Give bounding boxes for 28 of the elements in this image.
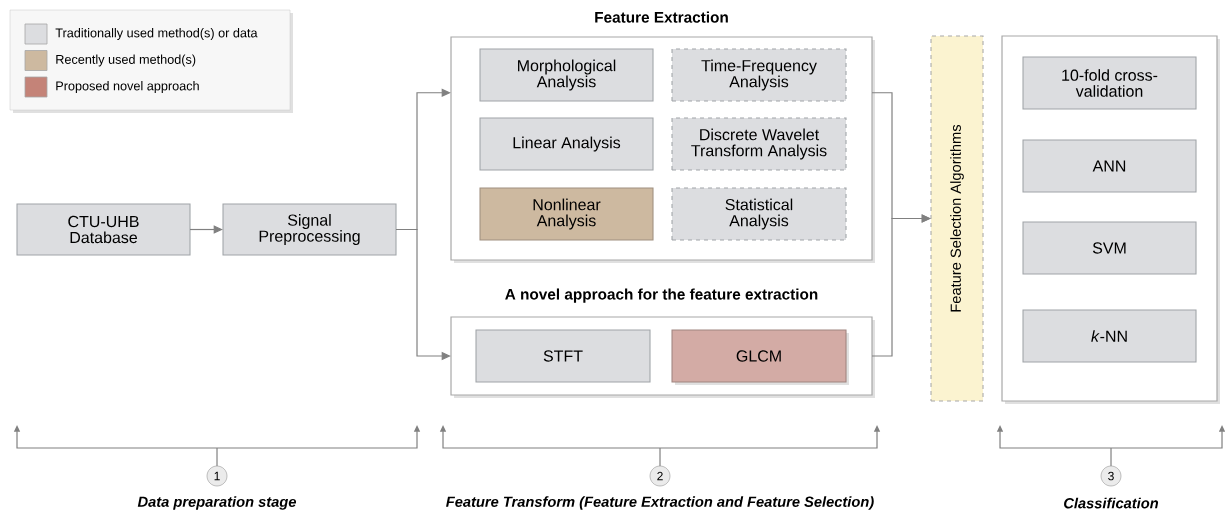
- panel-heading: Feature Extraction: [595, 11, 728, 23]
- classifier-box: k-NN: [1022, 309, 1197, 363]
- panel-heading: A novel approach for the feature extraction: [505, 288, 818, 303]
- stage-number: 3: [1100, 465, 1122, 487]
- arrow: [189, 225, 223, 234]
- selection-bar: Feature Selection Algorithms: [930, 35, 984, 402]
- stage-caption: Classification: [1064, 497, 1159, 509]
- classifier-box: 10-fold cross-validation: [1022, 56, 1197, 110]
- method-box: Time-Frequency Analysis: [671, 48, 847, 102]
- method-box: GLCM: [671, 329, 849, 385]
- legend-label: Recently used method(s): [56, 54, 196, 67]
- legend-label: Traditionally used method(s) or data: [55, 28, 258, 40]
- method-box: Discrete Wavelet Transform Analysis: [671, 117, 847, 171]
- method-box: STFT: [475, 329, 651, 383]
- stage-caption: Feature Transform (Feature Extraction and Feature Selection): [446, 496, 874, 510]
- method-box: Statistical Analysis: [671, 187, 847, 241]
- stage-caption: Data preparation stage: [137, 496, 297, 510]
- legend-label: Proposed novel approach: [56, 81, 199, 93]
- method-box: Linear Analysis: [479, 117, 654, 171]
- process-box: Signal Preprocessing: [222, 203, 397, 256]
- arrow: [871, 214, 931, 357]
- classifier-box: SVM: [1022, 221, 1197, 275]
- method-box: Nonlinear Analysis: [479, 187, 654, 241]
- method-box: Morphological Analysis: [479, 48, 654, 102]
- stage-number: 2: [649, 465, 671, 487]
- stage-number: 1: [206, 465, 228, 487]
- database-box: CTU-UHB Database: [16, 203, 191, 256]
- classifier-box: ANN: [1022, 139, 1197, 193]
